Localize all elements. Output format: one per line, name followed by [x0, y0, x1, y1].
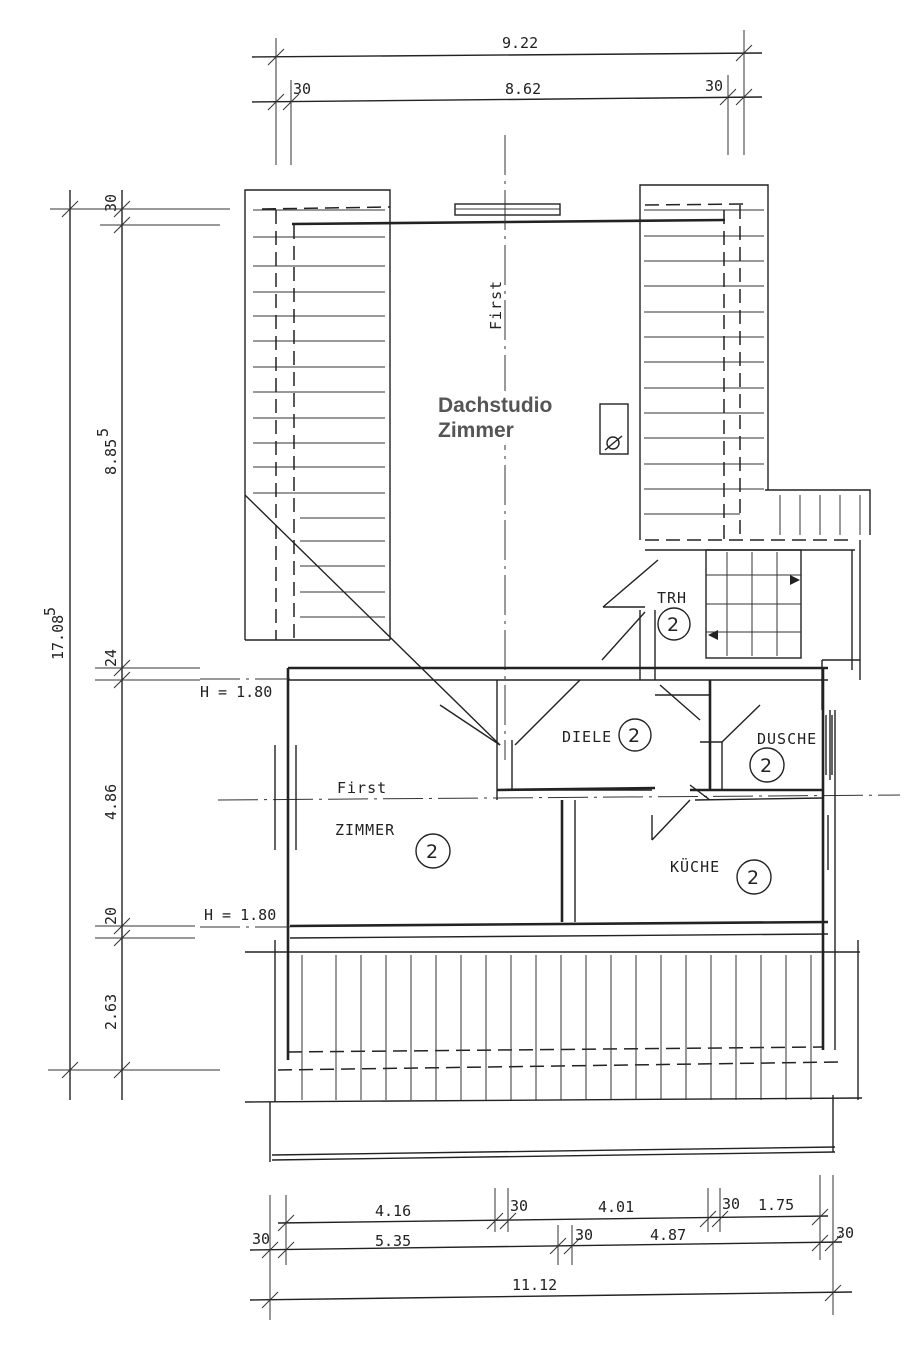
bottom-dimension-lines	[249, 1175, 853, 1320]
room-badge-diele-value: 2	[628, 725, 640, 747]
bottom-dim-a: 4.16	[375, 1202, 411, 1220]
left-mid-dimension: 4.86	[102, 784, 120, 820]
left-dimension-lines	[48, 190, 230, 1100]
left-total-superscript: 5	[41, 607, 59, 616]
top-dimension-lines	[251, 30, 763, 165]
room-badge-trh-value: 2	[667, 614, 679, 636]
top-inner-dimension: 8.62	[505, 80, 541, 98]
top-left-wall-dimension: 30	[293, 80, 311, 98]
title-line-1: Dachstudio	[438, 394, 553, 417]
trh-label: TRH	[657, 589, 687, 607]
kueche-label: KÜCHE	[670, 857, 720, 876]
title-block: Dachstudio Zimmer	[432, 391, 559, 445]
room-badge-zimmer: 2	[415, 833, 451, 869]
room-badge-diele: 2	[618, 718, 652, 752]
room-badge-dusche: 2	[749, 747, 785, 783]
upper-left-roof-hatching	[244, 189, 391, 641]
room-badge-kueche-value: 2	[747, 867, 759, 889]
ridge-axis-lines	[217, 135, 901, 801]
left-gap2-dimension: 20	[102, 907, 120, 925]
bottom-dim-b-wall: 30	[722, 1195, 740, 1213]
staircase	[602, 489, 871, 680]
bottom-dim-a-wall: 30	[510, 1197, 528, 1215]
ridge-label-top: First	[487, 280, 505, 330]
bottom-dim-e: 4.87	[650, 1226, 686, 1244]
height-marker-lower: H = 1.80	[204, 906, 276, 924]
bottom-right-wall: 30	[836, 1224, 854, 1242]
window-hatches	[822, 715, 833, 870]
ridge-label-lower: First	[337, 779, 387, 797]
left-total-dimension: 17.08	[49, 615, 67, 660]
left-gap1-dimension: 24	[102, 649, 120, 667]
bottom-total-dimension: 11.12	[512, 1276, 557, 1294]
bottom-dim-b: 4.01	[598, 1198, 634, 1216]
door-swings	[244, 494, 761, 841]
zimmer-label: ZIMMER	[335, 821, 395, 839]
left-top-wall-dimension: 30	[102, 194, 120, 212]
main-walls	[274, 610, 860, 1060]
upper-right-roof-hatching	[639, 184, 769, 540]
dusche-label: DUSCHE	[757, 730, 817, 748]
chimney-symbol	[599, 403, 629, 455]
top-total-dimension: 9.22	[502, 34, 538, 52]
left-lower-dimension: 2.63	[102, 994, 120, 1030]
title-line-2: Zimmer	[438, 419, 514, 442]
bottom-dim-d: 5.35	[375, 1232, 411, 1250]
diele-label: DIELE	[562, 728, 612, 746]
top-right-wall-dimension: 30	[705, 77, 723, 95]
room-badge-trh: 2	[657, 607, 691, 641]
left-upper-dimension: 8.85	[102, 439, 120, 475]
bottom-dim-c: 1.75	[758, 1196, 794, 1214]
room-badge-dusche-value: 2	[760, 755, 772, 777]
left-upper-superscript: 5	[94, 428, 112, 437]
room-badge-zimmer-value: 2	[426, 841, 438, 863]
bottom-dim-d-wall: 30	[575, 1226, 593, 1244]
dormer-front-wall	[261, 203, 746, 226]
room-badge-kueche: 2	[736, 859, 772, 895]
bottom-left-wall: 30	[252, 1230, 270, 1248]
height-marker-upper: H = 1.80	[200, 683, 272, 701]
lower-roof-hatching	[244, 940, 863, 1162]
